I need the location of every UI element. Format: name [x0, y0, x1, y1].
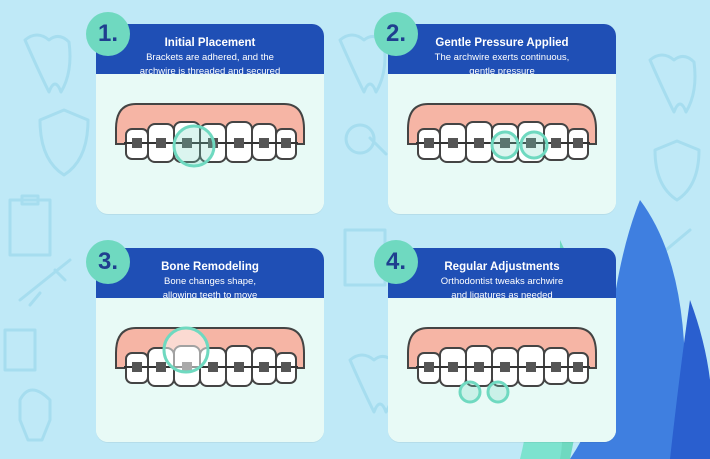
- clipboard-icon: [3, 328, 37, 372]
- step-number-badge: 1.: [86, 12, 130, 56]
- step-title: Initial Placement: [164, 37, 256, 49]
- step-number-badge: 4.: [374, 240, 418, 284]
- step-header: Regular Adjustments Orthodontist tweaks …: [388, 248, 616, 301]
- teeth-illustration: [388, 74, 616, 204]
- step-desc-line: archwire is threaded and secured: [139, 66, 281, 77]
- step-card-4: Regular Adjustments Orthodontist tweaks …: [388, 248, 616, 442]
- dental-implant-icon: [18, 388, 52, 442]
- step-desc-line: allowing teeth to move: [162, 290, 258, 301]
- teeth-illustration: [96, 298, 324, 442]
- teeth-illustration: [388, 298, 616, 442]
- highlight-circle: [172, 124, 216, 168]
- tooth-icon: [648, 53, 697, 114]
- step-desc-line: Brackets are adhered, and the: [146, 52, 274, 63]
- tooth-icon: [23, 33, 72, 94]
- tooth-icon: [338, 33, 387, 94]
- braces-svg: [407, 327, 597, 404]
- clipboard-icon: [8, 194, 52, 257]
- step-title: Gentle Pressure Applied: [435, 37, 569, 49]
- step-desc-line: Orthodontist tweaks archwire: [440, 276, 564, 287]
- teeth-illustration: [96, 74, 324, 204]
- clipboard-icon: [343, 228, 387, 287]
- step-number-badge: 3.: [86, 240, 130, 284]
- highlight-circle: [486, 380, 510, 404]
- step-card-1: Initial Placement Brackets are adhered, …: [96, 24, 324, 214]
- braces-svg: [115, 103, 305, 168]
- braces-svg: [115, 326, 305, 387]
- step-desc-line: Bone changes shape,: [164, 276, 256, 287]
- step-title: Regular Adjustments: [444, 261, 560, 273]
- leaf-blue: [570, 200, 685, 459]
- leaf-blue-dark: [670, 300, 710, 459]
- highlight-circle: [490, 130, 520, 160]
- step-title: Bone Remodeling: [161, 261, 259, 273]
- step-header: Initial Placement Brackets are adhered, …: [96, 24, 324, 77]
- magnifier-icon: [344, 123, 388, 156]
- step-desc-line: gentle pressure: [469, 66, 535, 77]
- step-card-3: Bone Remodeling Bone changes shape, allo…: [96, 248, 324, 442]
- step-desc-line: and ligatures as needed: [451, 290, 553, 301]
- highlight-circle: [519, 130, 549, 160]
- highlight-circle: [162, 326, 210, 374]
- step-header: Gentle Pressure Applied The archwire exe…: [388, 24, 616, 77]
- highlight-circle: [458, 380, 482, 404]
- step-card-2: Gentle Pressure Applied The archwire exe…: [388, 24, 616, 214]
- shield-icon: [653, 139, 701, 202]
- syringe-icon: [18, 258, 72, 307]
- shield-icon: [38, 108, 90, 177]
- braces-svg: [407, 103, 597, 163]
- step-desc-line: The archwire exerts continuous,: [434, 52, 570, 63]
- step-header: Bone Remodeling Bone changes shape, allo…: [96, 248, 324, 301]
- step-number-badge: 2.: [374, 12, 418, 56]
